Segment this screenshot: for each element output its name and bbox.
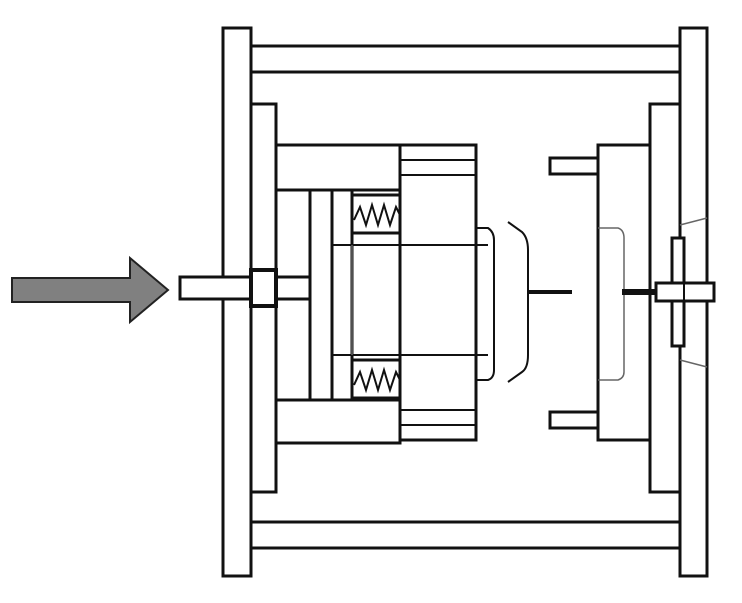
ejector-retainer [330,188,354,402]
ejector-pins [332,244,488,356]
lower-guide-pin [548,410,600,430]
spring-icon [350,193,402,400]
upper-spring [353,201,401,229]
core-cavity [476,227,495,381]
top-tie-bar [248,44,682,74]
molded-part [507,221,572,383]
ejector-plate [308,188,334,402]
moving-clamp-plate [274,143,402,445]
ejector-rod [178,275,312,301]
core-half [398,143,495,442]
left-platen [221,26,253,578]
upper-spring-box [350,193,402,235]
rod-bushing [249,268,278,308]
bottom-tie-bar [248,520,682,550]
lower-spring [353,366,401,394]
right-arrow-icon [11,255,170,325]
cavity-profile [598,227,625,381]
tie-bars [248,44,682,550]
sprue-bushing [622,217,716,368]
upper-guide-pin [548,156,600,176]
